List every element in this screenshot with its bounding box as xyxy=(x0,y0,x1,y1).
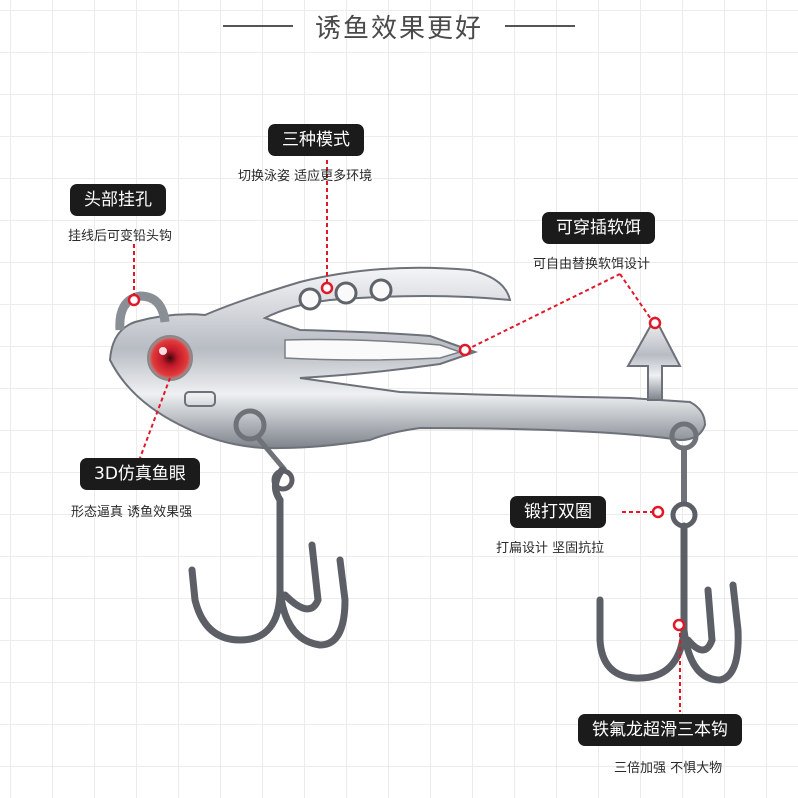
callout-hook-label: 铁氟龙超滑三本钩 xyxy=(578,714,742,746)
arrow-tail xyxy=(626,315,682,401)
mode-hole-2 xyxy=(334,281,358,305)
belly-detail xyxy=(184,391,216,407)
dot-head-hole xyxy=(127,293,141,307)
dot-modes xyxy=(320,281,334,295)
callout-ring-desc: 打扁设计 坚固抗拉 xyxy=(496,541,605,556)
dot-soft-bait-arrow xyxy=(648,316,662,330)
callout-modes-desc: 切换泳姿 适应更多环境 xyxy=(238,169,373,184)
dot-soft-bait-fork xyxy=(458,343,472,357)
head-hole-loop xyxy=(115,291,170,331)
leader-soft-bait-arrow xyxy=(619,273,654,323)
left-split-ring xyxy=(233,408,267,442)
callout-hook-desc: 三倍加强 不惧大物 xyxy=(614,761,723,776)
callout-head-hole-label: 头部挂孔 xyxy=(70,184,166,216)
leader-lines xyxy=(133,160,681,712)
callout-eye-label: 3D仿真鱼眼 xyxy=(80,458,200,490)
fork-slot xyxy=(284,338,463,361)
callout-head-hole-desc: 挂线后可变铅头钩 xyxy=(68,229,173,244)
left-hook-eye xyxy=(271,468,295,492)
mode-hole-3 xyxy=(369,278,393,302)
dot-hook xyxy=(672,618,686,632)
dot-ring xyxy=(651,505,665,519)
page-header: 诱鱼效果更好 xyxy=(0,6,798,46)
callout-eye-desc: 形态逼真 诱鱼效果强 xyxy=(71,505,193,520)
callout-soft-bait-label: 可穿插软饵 xyxy=(542,212,655,244)
mode-hole-1 xyxy=(298,287,322,311)
lure-eye xyxy=(147,335,193,381)
callout-soft-bait-desc: 可自由替换软饵设计 xyxy=(533,257,651,272)
page-title: 诱鱼效果更好 xyxy=(314,13,483,44)
leader-eye xyxy=(139,377,171,459)
header-rule-right xyxy=(505,25,575,27)
leader-soft-bait xyxy=(465,273,621,351)
callout-ring-label: 锻打双圈 xyxy=(510,496,606,528)
left-ring-link xyxy=(256,436,287,472)
leader-dots xyxy=(127,281,686,632)
right-treble-hook xyxy=(596,522,742,684)
callout-modes-label: 三种模式 xyxy=(268,124,364,156)
left-treble-hook xyxy=(188,466,349,649)
header-rule-left xyxy=(222,25,293,27)
eye-highlight xyxy=(159,347,167,355)
